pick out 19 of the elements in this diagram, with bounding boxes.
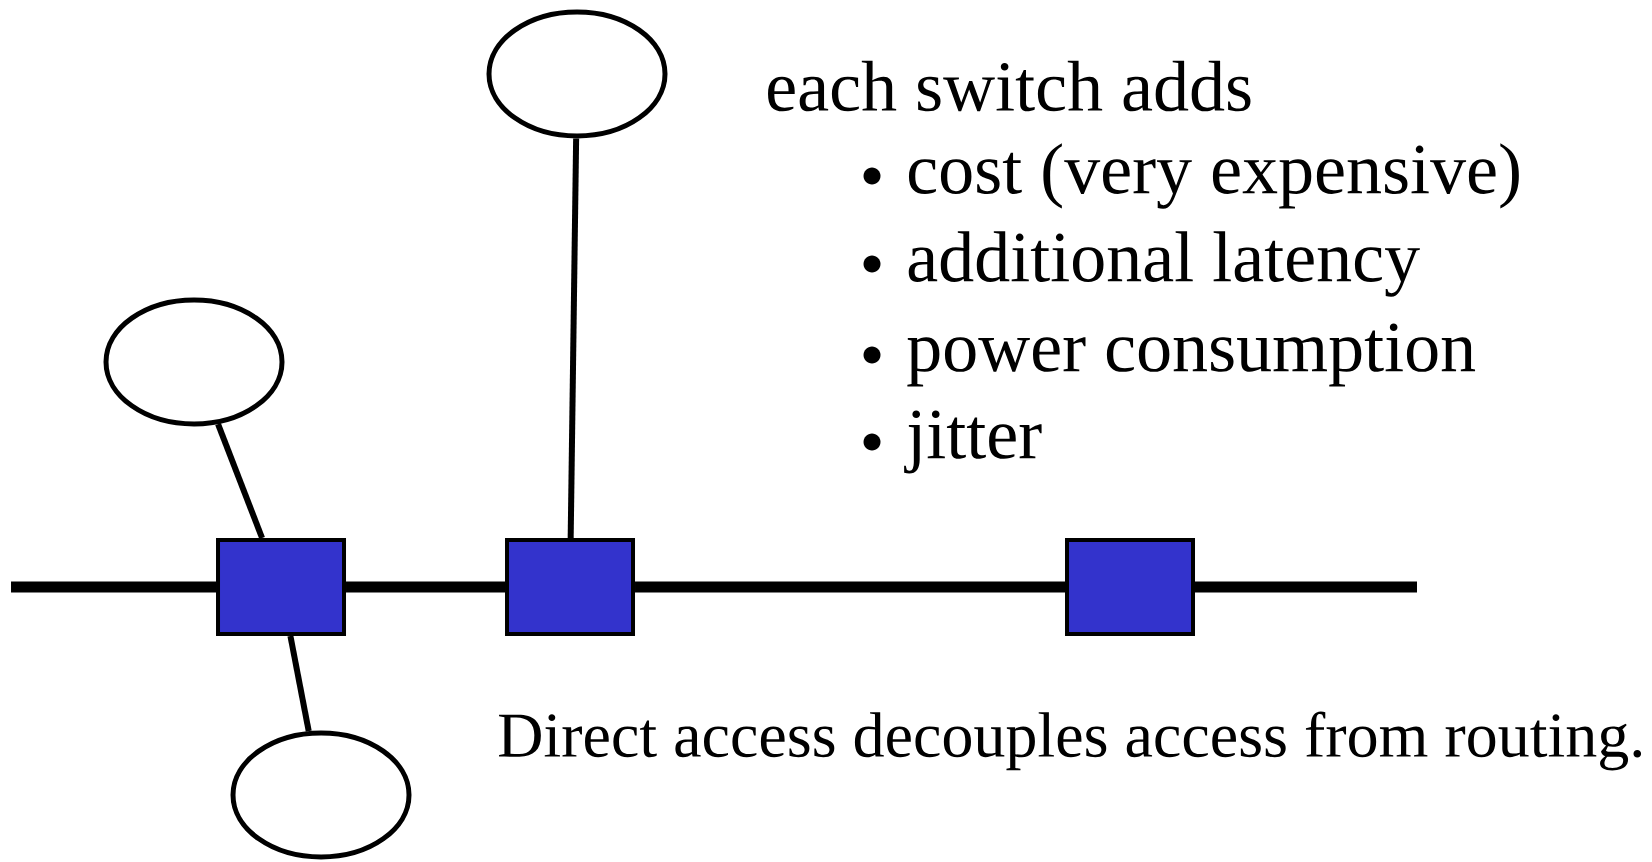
- ellipse-node: [230, 730, 412, 860]
- connector-line: [11, 581, 216, 593]
- text-label: each switch adds: [768, 60, 1251, 112]
- connector-line: [567, 138, 580, 539]
- switch-box: [216, 538, 346, 636]
- switch-box: [1065, 538, 1195, 636]
- list-item: power consumption: [907, 323, 1476, 387]
- connector-line: [287, 635, 312, 732]
- ellipse-node: [486, 9, 668, 139]
- list-item: additional latency: [908, 231, 1420, 297]
- connector-line: [635, 581, 1065, 593]
- switch-box: [505, 538, 635, 636]
- list-item: jitter: [904, 410, 1042, 474]
- connector-line: [215, 423, 265, 540]
- text-label: Direct access decouples access from routing.: [499, 711, 1642, 771]
- connector-line: [346, 581, 505, 593]
- connector-line: [1195, 581, 1417, 593]
- list-item: cost (very expensive): [908, 143, 1519, 209]
- ellipse-node: [103, 297, 285, 427]
